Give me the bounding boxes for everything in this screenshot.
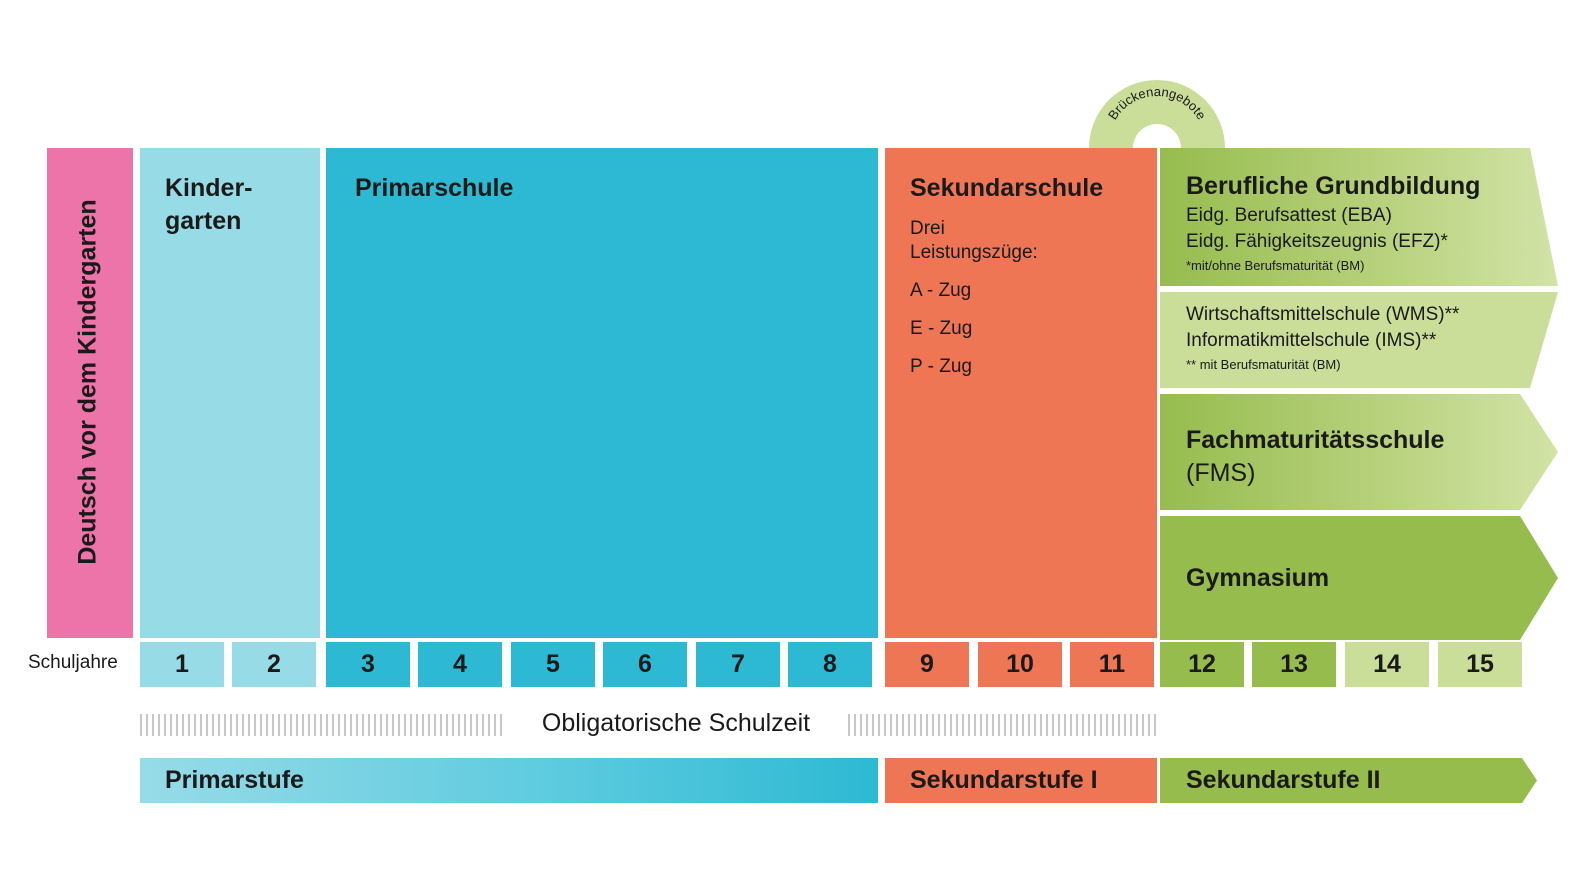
gymnasium-title: Gymnasium [1186,564,1330,592]
track-e: E - Zug [910,318,973,339]
primarstufe-bar: Primarstufe [140,758,878,803]
kindergarten-column: Kinder- garten [140,148,320,638]
gymnasium-text: Gymnasium [1186,562,1546,595]
year-6: 6 [603,642,687,687]
obligatory-dashes-right [848,714,1156,736]
year-11: 11 [1070,642,1154,687]
track-a: A - Zug [910,280,972,301]
bm-note-1: *mit/ohne Berufsmaturität (BM) [1186,258,1365,273]
fms-arrow [1160,394,1558,510]
fms-text: Fachmaturitätsschule (FMS) [1186,424,1546,490]
year-14: 14 [1345,642,1429,687]
year-1: 1 [140,642,224,687]
sekundarstufe1-label: Sekundarstufe I [910,766,1098,794]
year-9: 9 [885,642,969,687]
kindergarten-title-line2: garten [165,207,242,235]
berufliche-grundbildung-title: Berufliche Grundbildung [1186,172,1481,200]
year-5: 5 [511,642,595,687]
sekundarstufe2-label: Sekundarstufe II [1186,766,1381,794]
gymnasium-arrow [1160,516,1558,640]
leistungszuege-line2: Leistungszüge: [910,242,1038,263]
sekundarstufe2-arrow [1160,758,1537,803]
berufliche-grundbildung-arrow [1160,148,1558,286]
sek2-paths-graphic [1160,148,1558,640]
sekundarstufe1-bar: Sekundarstufe I [885,758,1157,803]
deutsch-vor-kindergarten-label: Deutsch vor dem Kindergarten [73,199,102,565]
berufliche-grundbildung-text: Berufliche Grundbildung Eidg. Berufsatte… [1186,170,1546,273]
year-12: 12 [1160,642,1244,687]
obligatory-dashes-left [140,714,502,736]
primarschule-title: Primarschule [355,174,514,202]
fms-subtitle: (FMS) [1186,459,1256,487]
deutsch-vor-kindergarten-bar [47,148,133,638]
eba-line: Eidg. Berufsattest (EBA) [1186,205,1392,226]
wms-line: Wirtschaftsmittelschule (WMS)** [1186,304,1460,325]
track-p: P - Zug [910,356,972,377]
year-3: 3 [326,642,410,687]
year-15: 15 [1438,642,1522,687]
obligatory-label: Obligatorische Schulzeit [541,709,811,737]
wms-ims-arrow [1160,292,1558,388]
fms-title: Fachmaturitätsschule [1186,426,1445,454]
kindergarten-title-line1: Kinder- [165,174,253,202]
year-4: 4 [418,642,502,687]
wms-ims-text: Wirtschaftsmittelschule (WMS)** Informat… [1186,303,1546,372]
primarschule-column: Primarschule [326,148,878,638]
year-7: 7 [696,642,780,687]
brueckenangebote-arch: Brückenangebote [1089,80,1225,148]
year-10: 10 [978,642,1062,687]
year-2: 2 [232,642,316,687]
primarstufe-label: Primarstufe [165,766,304,794]
ims-line: Informatikmittelschule (IMS)** [1186,330,1437,351]
sekundarschule-title: Sekundarschule [910,174,1104,202]
leistungszuege-line1: Drei [910,218,945,239]
sekundarstufe2-text: Sekundarstufe II [1186,758,1381,803]
schuljahre-label: Schuljahre [28,652,118,673]
bm-note-2: ** mit Berufsmaturität (BM) [1186,357,1341,372]
year-13: 13 [1252,642,1336,687]
year-8: 8 [788,642,872,687]
sekundarschule-column: Sekundarschule Drei Leistungszüge: A - Z… [885,148,1157,638]
efz-line: Eidg. Fähigkeitszeugnis (EFZ)* [1186,231,1448,252]
